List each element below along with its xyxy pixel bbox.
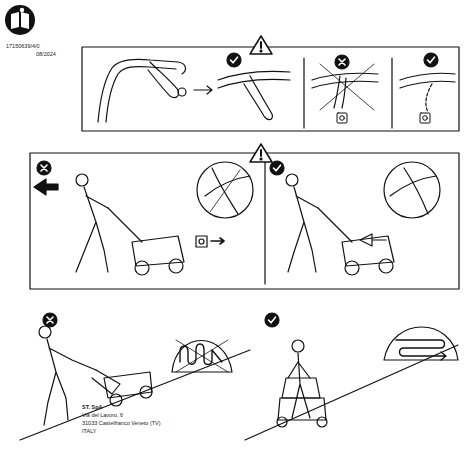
address-line: Via del Lavoro, 6 <box>82 412 123 418</box>
direction-panel <box>30 153 459 289</box>
part-number: 17150639/4/0 <box>6 43 40 49</box>
country-name: ITALY <box>82 428 96 434</box>
address-line: 31033 Castelfranco Veneto (TV) <box>82 420 161 426</box>
slope-wrong <box>20 326 250 440</box>
company-name: ST. SpA <box>82 404 102 410</box>
date-code: 08/2024 <box>36 51 56 57</box>
lever-panel <box>82 47 459 131</box>
manual-icon <box>5 5 35 35</box>
slope-correct <box>245 327 458 440</box>
